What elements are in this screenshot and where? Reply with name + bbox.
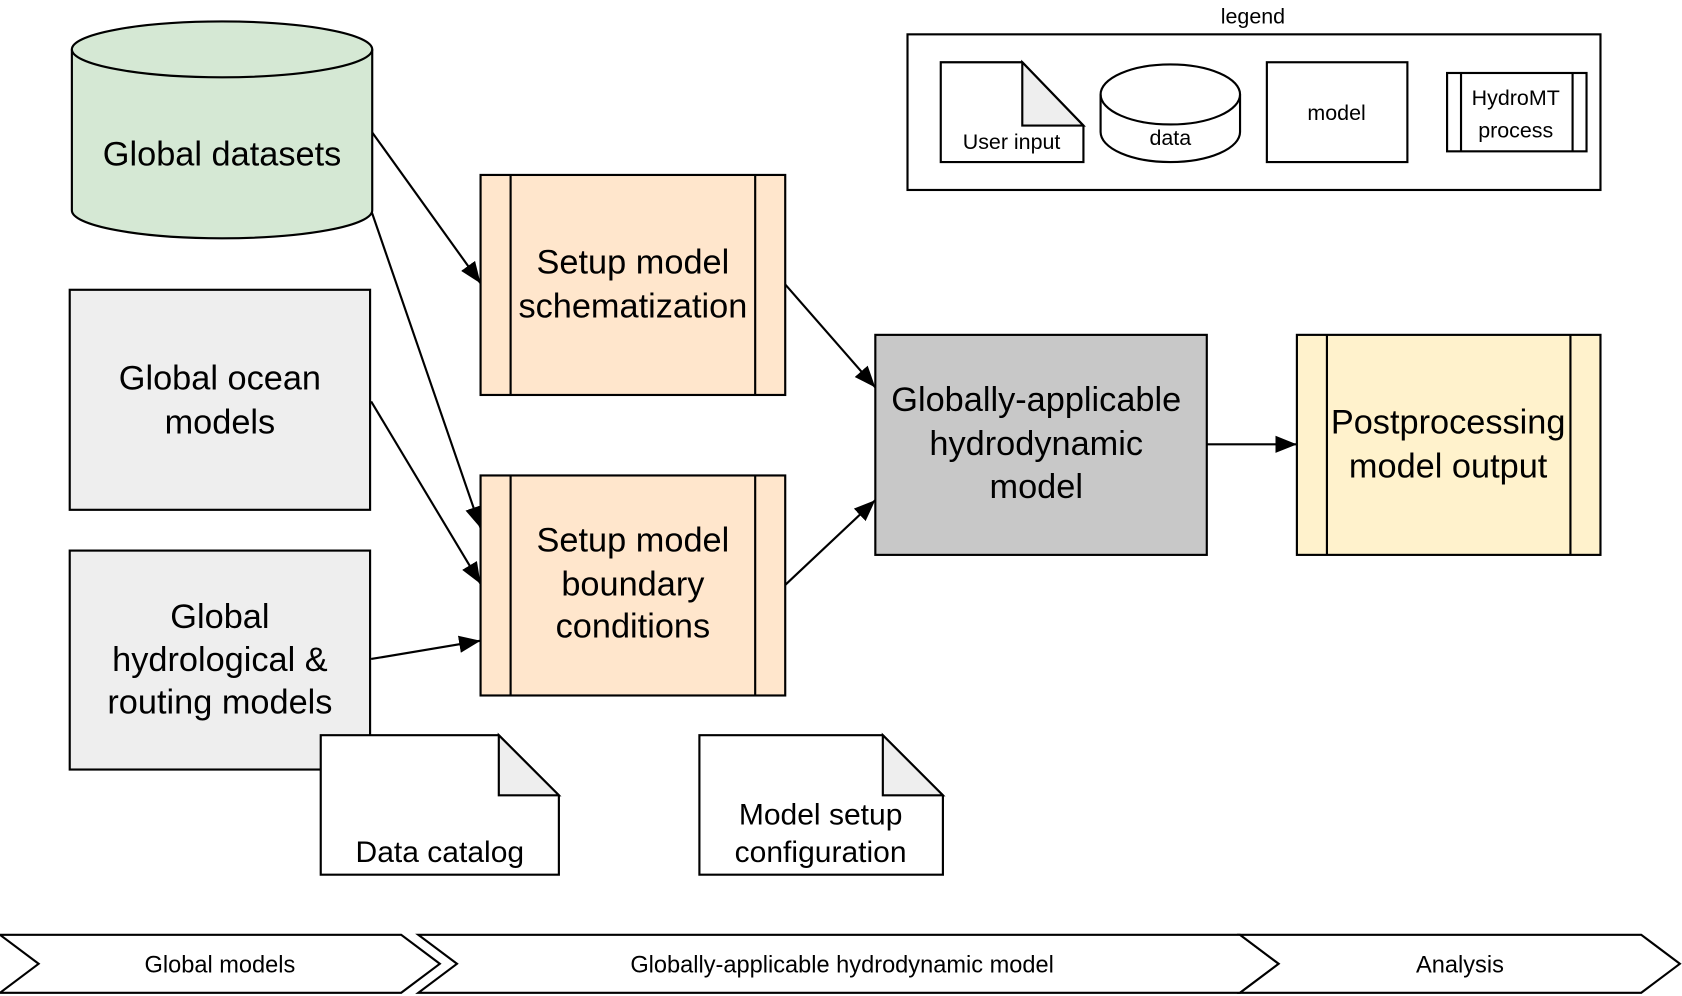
model-box: [874, 333, 1208, 556]
node-data-catalog[interactable]: Data catalog: [319, 732, 562, 876]
chevron-shape: [1236, 933, 1682, 994]
node-label-line: Globally-applicable: [891, 381, 1181, 419]
legend-label: model: [1307, 101, 1365, 125]
legend-rectangle-icon: [1265, 61, 1409, 164]
cylinder-shape: [70, 20, 374, 240]
node-label-line: hydrodynamic: [929, 425, 1143, 463]
cylinder-top-rim: [70, 49, 374, 79]
node-setup-schematization[interactable]: Setup model schematization: [479, 173, 787, 397]
document-fold: [881, 732, 946, 797]
legend-process-icon: [1446, 71, 1588, 153]
phase-global-models[interactable]: Global models: [0, 933, 442, 994]
edge-datasets-to-schematization: [370, 130, 482, 284]
node-label-line: Postprocessing: [1331, 404, 1566, 442]
node-label-line: configuration: [735, 836, 907, 869]
chevron-shape: [0, 933, 442, 994]
node-global-datasets[interactable]: Global datasets: [70, 20, 374, 240]
edge-ocean-to-boundary: [370, 400, 482, 585]
phase-analysis[interactable]: Analysis: [1236, 933, 1682, 994]
node-global-ocean-models[interactable]: Global ocean models: [68, 288, 372, 511]
node-label-line: schematization: [518, 288, 747, 326]
edge-datasets-to-boundary: [370, 210, 482, 529]
node-postprocessing[interactable]: Postprocessing model output: [1295, 333, 1602, 556]
process-box: [1295, 333, 1602, 556]
legend-item-data: data: [1099, 63, 1242, 164]
node-label: Data catalog: [356, 836, 525, 869]
edges: [370, 130, 1297, 661]
phase-label: Analysis: [1416, 952, 1504, 978]
phase-label: Global models: [145, 952, 296, 978]
node-label-line: Global ocean: [119, 360, 321, 398]
legend-item-model: model: [1265, 61, 1409, 164]
process-box: [479, 474, 787, 697]
node-label-line: models: [165, 404, 276, 442]
node-model-setup-configuration[interactable]: Model setup configuration: [698, 732, 946, 876]
node-hydrodynamic-model[interactable]: Globally-applicable hydrodynamic model: [874, 333, 1208, 556]
process-box: [479, 173, 787, 397]
phase-bar: Global models Globally-applicable hydrod…: [0, 933, 1682, 994]
legend-document-icon: [939, 61, 1085, 164]
node-label-line: boundary: [561, 566, 705, 604]
node-label-line: Model setup: [739, 798, 903, 831]
node-label-line: model: [989, 468, 1082, 506]
node-setup-boundary-conditions[interactable]: Setup model boundary conditions: [479, 474, 787, 697]
legend-label: User input: [963, 130, 1061, 154]
legend-label: data: [1149, 126, 1191, 150]
edge-hydro-to-boundary: [370, 635, 481, 661]
node-label-line: conditions: [556, 608, 711, 646]
legend-item-hydromt-process: HydroMT process: [1446, 71, 1588, 153]
legend-cylinder-icon: [1099, 63, 1242, 164]
node-label-line: model output: [1349, 448, 1548, 486]
legend-title: legend: [1221, 5, 1285, 29]
node-label-line: Setup model: [537, 244, 730, 282]
legend-item-user-input: User input: [939, 59, 1086, 164]
node-label-line: hydrological &: [112, 641, 328, 679]
legend: legend User input data model HydroMT pro…: [906, 5, 1602, 192]
model-box: [68, 549, 372, 771]
legend-cylinder-rim: [1099, 94, 1242, 126]
node-label: Global datasets: [103, 135, 341, 173]
legend-label-line: process: [1478, 118, 1553, 142]
node-label-line: Setup model: [537, 522, 730, 560]
edge-boundary-to-model: [784, 499, 877, 586]
node-global-hydrological-models[interactable]: Global hydrological & routing models: [68, 549, 372, 771]
legend-document-fold: [1021, 59, 1086, 127]
model-box: [68, 288, 372, 511]
edge-schematization-to-model: [784, 283, 877, 389]
phase-label: Globally-applicable hydrodynamic model: [630, 952, 1053, 978]
document-fold: [497, 732, 562, 797]
node-label-line: Global: [170, 598, 269, 636]
legend-label-line: HydroMT: [1472, 86, 1560, 110]
phase-hydrodynamic-model[interactable]: Globally-applicable hydrodynamic model: [415, 933, 1281, 994]
node-label-line: routing models: [107, 684, 332, 722]
